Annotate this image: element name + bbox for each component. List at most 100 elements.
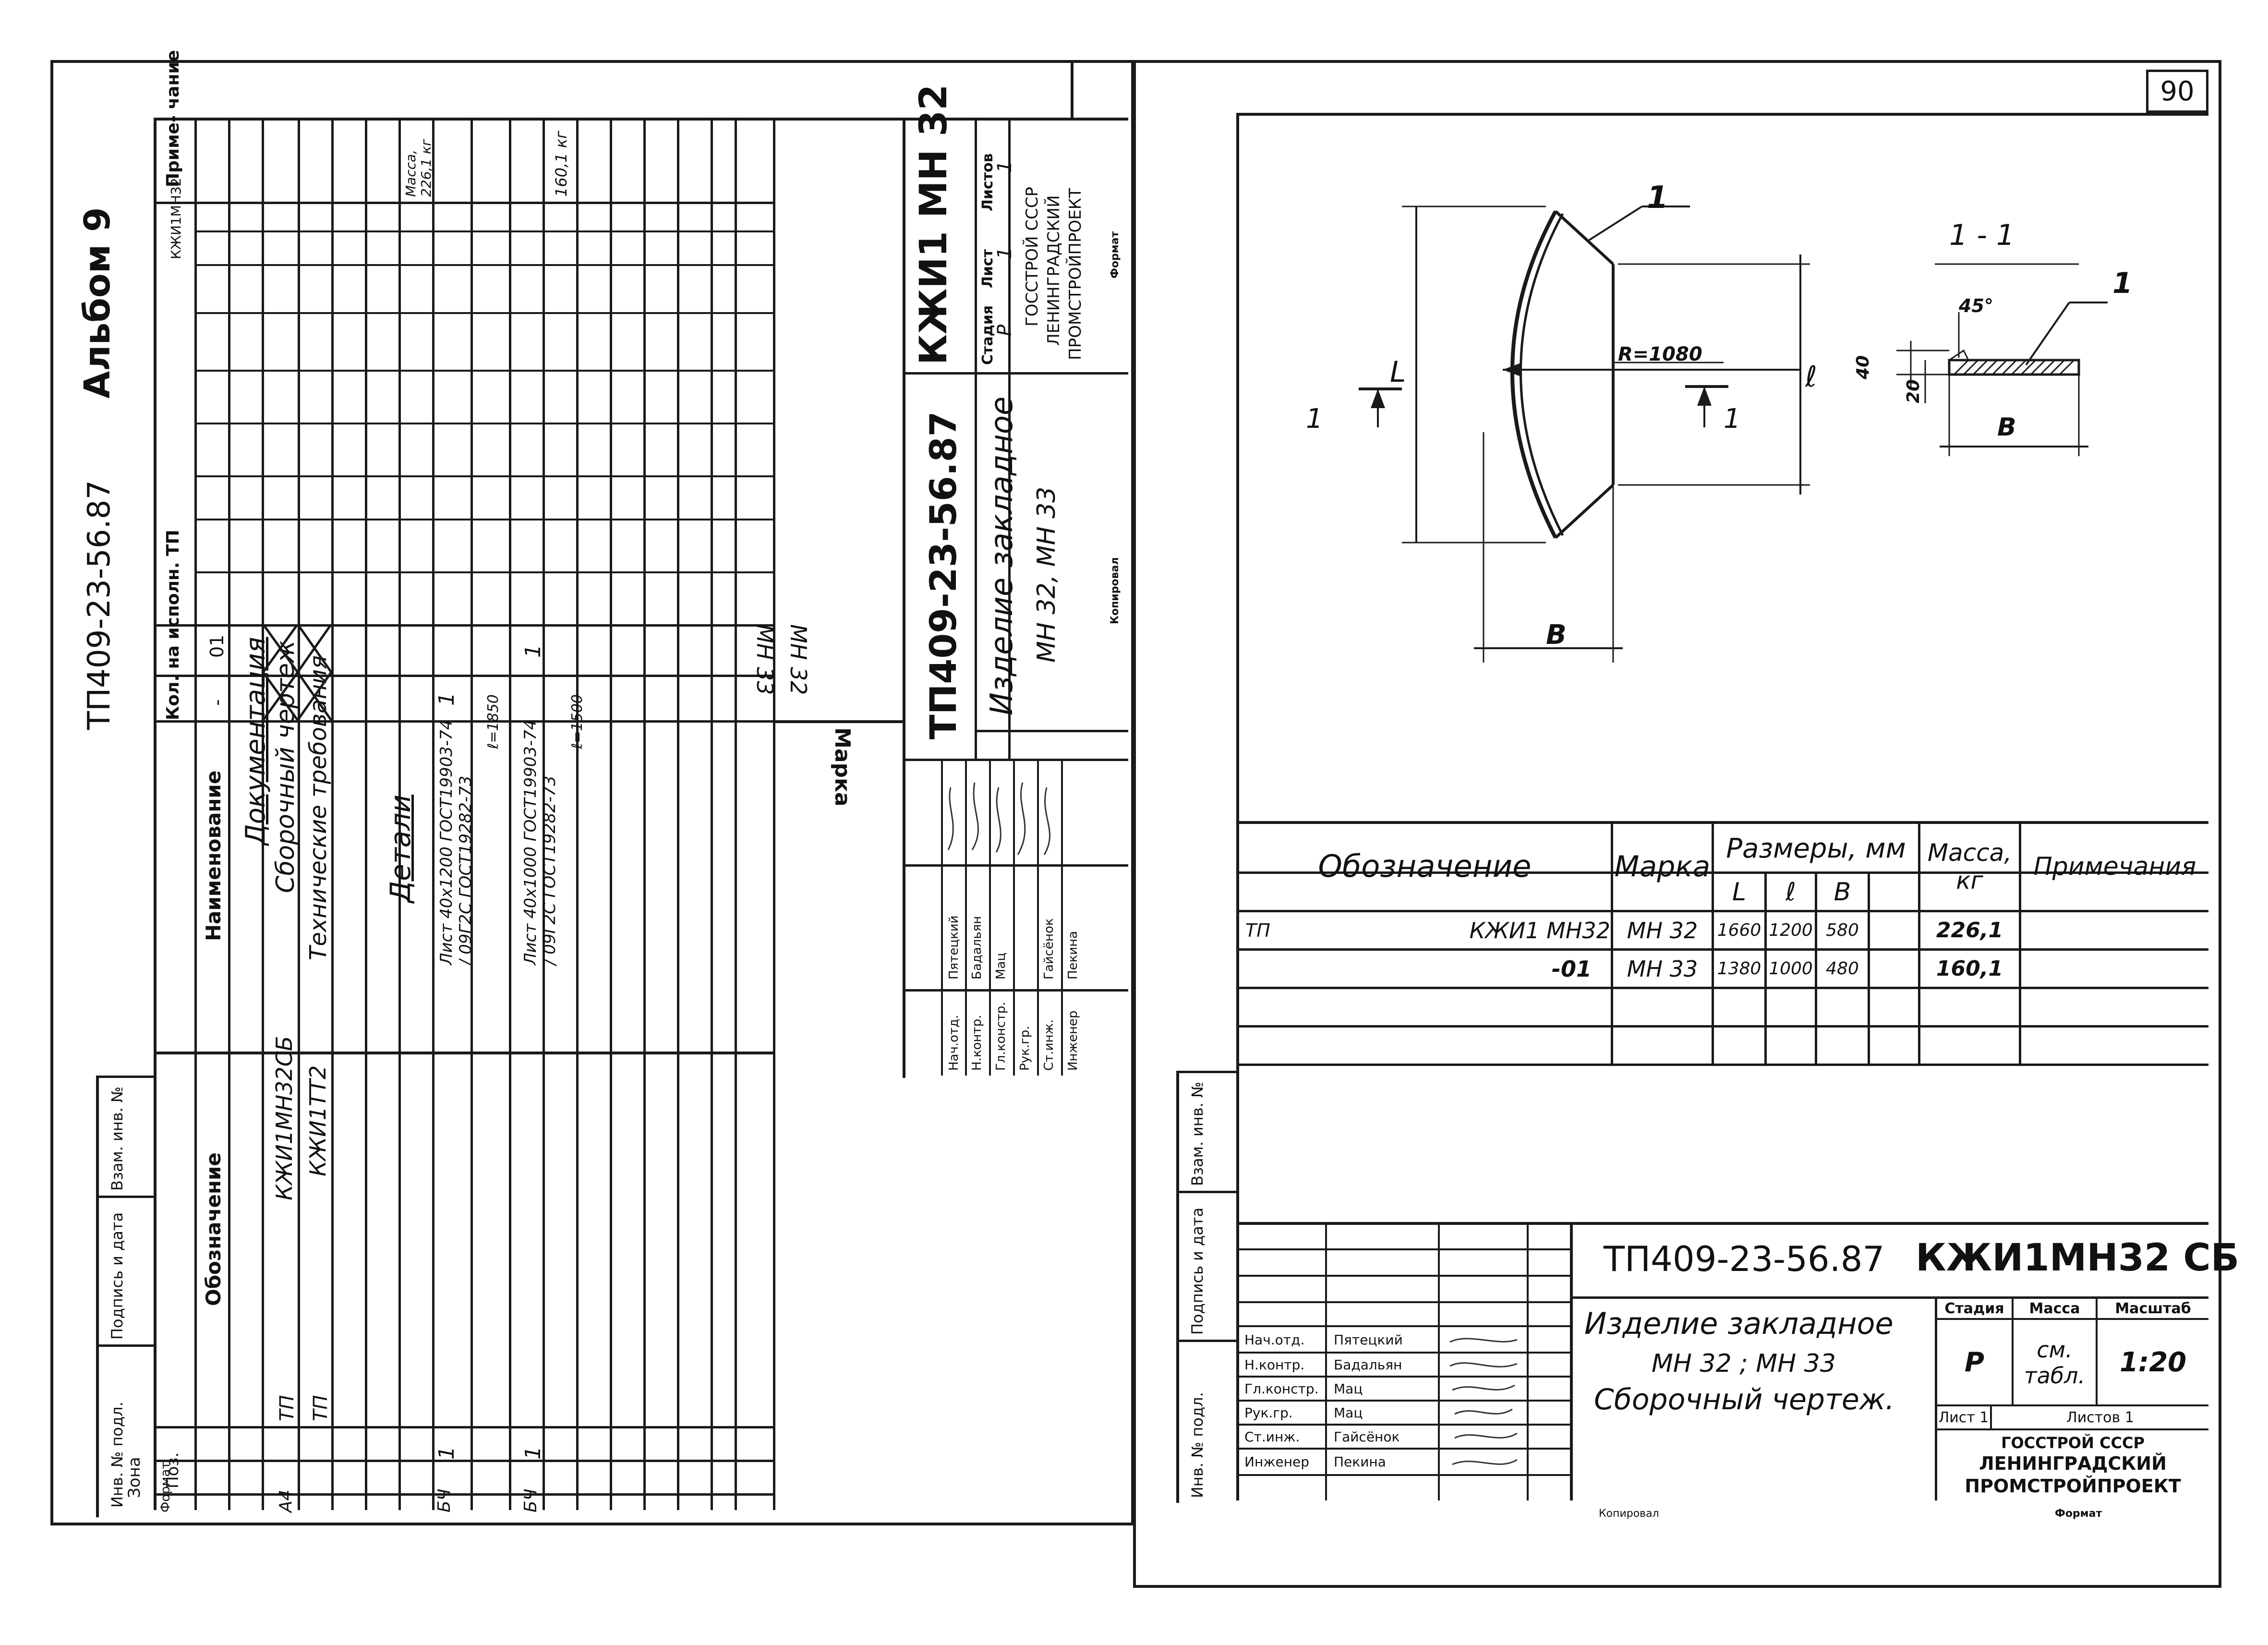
label-l: ℓ [1805, 360, 1817, 394]
right-name-3: Мац [1334, 1404, 1363, 1421]
left-sheet-frame [50, 60, 1134, 1525]
header-kzhi: КЖИ1МН32 [168, 178, 184, 259]
margin-podpis: Подпись и дата [108, 1212, 126, 1340]
row-detail2-pos: 1 [521, 1446, 545, 1460]
row1-B: 580 [1826, 920, 1859, 940]
th-marka: Марка [1614, 850, 1711, 883]
part-drawing [1359, 206, 2108, 663]
row-detail2-note: 160,1 кг [552, 131, 570, 197]
right-margin-vzam: Взам. инв. № [1188, 1081, 1206, 1186]
left-name-2: Мац [994, 952, 1008, 980]
right-role-5: Инженер [1244, 1453, 1310, 1470]
th-L: L [1732, 877, 1746, 907]
row2-L: 1380 [1717, 959, 1761, 979]
left-format: Формат [1109, 231, 1121, 278]
right-role-0: Нач.отд. [1244, 1331, 1305, 1348]
section-angle: 45° [1959, 295, 1993, 316]
right-sheet-frame [1133, 60, 2221, 1588]
label-R: R=1080 [1618, 343, 1702, 365]
left-title-line2: МН 32, МН 33 [1032, 486, 1061, 663]
left-role-3: Рук.гр. [1018, 1026, 1032, 1071]
left-title-code: ТП409-23-56.87 [922, 411, 965, 739]
row-sb-prefix: ТП [276, 1395, 298, 1421]
row1-L: 1660 [1717, 920, 1761, 940]
left-role-4: Ст.инж. [1042, 1019, 1056, 1071]
left-org-1: ГОССТРОЙ СССР [1023, 187, 1042, 327]
right-title-line2: МН 32 ; МН 33 [1652, 1349, 1836, 1378]
row-tt-designation: КЖИ1ТТ2 [305, 1065, 331, 1176]
row1-l: 1200 [1769, 920, 1813, 940]
right-org-2: ЛЕНИНГРАДСКИЙ [1979, 1452, 2167, 1474]
right-name-5: Пекина [1334, 1453, 1386, 1470]
right-mass-label: Масса [2029, 1300, 2080, 1317]
row-detail1-name: Лист 40х1200 ГОСТ19903-74 / 09Г2С ГОСТ19… [437, 719, 475, 965]
right-stage-value: Р [1964, 1347, 1985, 1378]
left-role-1: Н.контр. [970, 1015, 984, 1071]
left-role-5: Инженер [1066, 1010, 1080, 1071]
section-dim-40: 40 [1853, 355, 1873, 379]
section-B: В [1997, 413, 2016, 442]
right-title-line1: Изделие закладное [1584, 1306, 1894, 1341]
stamp-divider [1071, 60, 1074, 118]
row-tt-prefix: ТП [310, 1395, 332, 1421]
label-section-left: 1 [1306, 403, 1323, 435]
right-margin-inv: Инв. № подл. [1188, 1392, 1206, 1498]
left-sheets-value: 1 [994, 160, 1016, 173]
crossed-cells [263, 624, 333, 720]
right-margin-podpis: Подпись и дата [1188, 1207, 1206, 1335]
right-stage-label: Стадия [1944, 1300, 2004, 1317]
margin-vzam-inv: Взам. инв. № [108, 1086, 126, 1191]
row2-designation: -01 [1551, 956, 1592, 982]
right-title-doc: КЖИ1МН32 СБ [1916, 1236, 2240, 1280]
header-col-dash: - [206, 699, 228, 706]
right-name-2: Мац [1334, 1380, 1363, 1397]
row-sb-designation: КЖИ1МН32СБ [271, 1036, 297, 1200]
header-col-01: 01 [206, 634, 228, 658]
right-name-0: Пятецкий [1334, 1331, 1403, 1348]
right-org-3: ПРОМСТРОЙПРОЕКТ [1965, 1476, 2181, 1497]
row-details: Детали [384, 794, 417, 903]
right-copied: Копировал [1599, 1508, 1659, 1520]
left-title-line1: Изделие закладное [984, 396, 1020, 715]
row-detail2-q2: 1 [521, 644, 545, 658]
row1-prefix: ТП [1245, 919, 1270, 941]
right-scale-label: Масштаб [2115, 1300, 2191, 1317]
section-pos1: 1 [2112, 266, 2133, 300]
section-dim-20: 20 [1904, 379, 1923, 403]
row1-designation: КЖИ1 МН32 [1469, 917, 1610, 943]
label-pos1-main: 1 [1647, 180, 1668, 216]
row2-marka: МН 33 [1627, 956, 1698, 982]
left-name-5: Пекина [1066, 931, 1080, 980]
header-note: Приме- чание [163, 50, 183, 187]
left-signatures [947, 782, 1050, 855]
left-stage-value: Р [994, 324, 1016, 336]
right-sheet-label: Лист 1 [1938, 1409, 1989, 1426]
left-org-3: ПРОМСТРОЙПРОЕКТ [1066, 188, 1085, 360]
right-format: Формат [2055, 1508, 2102, 1520]
header-zone: Зона [125, 1457, 144, 1498]
th-mass: Масса, кг [1927, 839, 2012, 895]
th-designation: Обозначение [1318, 849, 1532, 884]
right-title-line3: Сборочный чертеж. [1594, 1383, 1894, 1416]
row-detail2-name: Лист 40х1000 ГОСТ19903-74 / 09Г2С ГОСТ19… [521, 719, 559, 965]
row-detail2-format: БЧ [521, 1488, 541, 1512]
label-L: L [1390, 355, 1406, 389]
section-title: 1 - 1 [1949, 218, 2015, 252]
margin-inv-podl: Инв. № подл. [108, 1402, 126, 1508]
row2-mass: 160,1 [1936, 956, 2003, 981]
marka-label: Марка [830, 727, 855, 807]
row-detail1-q1: 1 [434, 692, 459, 706]
left-role-0: Нач.отд. [947, 1015, 961, 1071]
right-name-1: Бадальян [1334, 1356, 1402, 1373]
left-name-1: Бадальян [970, 916, 984, 980]
row1-mass: 226,1 [1936, 918, 2003, 943]
label-B: В [1546, 619, 1567, 651]
right-role-4: Ст.инж. [1244, 1428, 1300, 1445]
label-section-right: 1 [1724, 403, 1741, 435]
row-detail1-note: Масса, 226,1 кг [403, 139, 434, 197]
th-sizes: Размеры, мм [1726, 833, 1906, 864]
header-format: Формат [158, 1462, 173, 1513]
row-detail2-len: ℓ=1500 [569, 694, 586, 749]
drawing-frame-left [1236, 113, 1239, 1500]
right-signatures [1449, 1338, 1518, 1465]
